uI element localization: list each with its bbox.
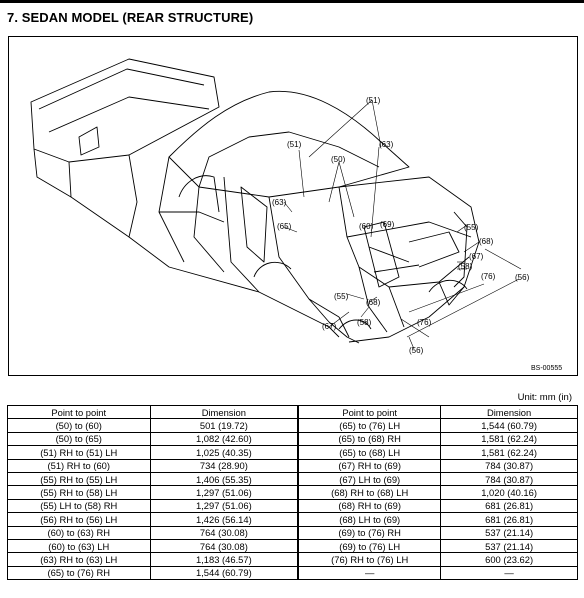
cell-dimension: 1,581 (62.24) xyxy=(440,431,578,447)
top-rule xyxy=(0,0,584,3)
cell-point-to-point: (51) RH to (60) xyxy=(7,458,151,473)
cell-dimension: 1,544 (60.79) xyxy=(149,565,299,581)
callout-68-right: (68) xyxy=(479,237,494,246)
figure-code: BS-00555 xyxy=(531,365,562,372)
header-dimension-left: Dimension xyxy=(149,404,299,420)
cell-point-to-point: (68) LH to (69) xyxy=(297,512,442,527)
cell-dimension: 1,581 (62.24) xyxy=(440,445,578,460)
car-body-illustration: (51) (51) (63) (50) (63) (65) (60) (69) … xyxy=(30,58,562,372)
cell-dimension: 784 (30.87) xyxy=(440,471,578,487)
callout-63-left: (63) xyxy=(272,198,287,207)
table-row: (51) RH to (60)734 (28.90)(67) RH to (69… xyxy=(7,458,578,473)
cell-point-to-point: (50) to (65) xyxy=(7,431,151,447)
cell-dimension: 1,544 (60.79) xyxy=(440,418,578,433)
cell-dimension: 501 (19.72) xyxy=(149,418,299,433)
cell-point-to-point: (65) to (76) LH xyxy=(297,418,442,433)
cell-point-to-point: (69) to (76) RH xyxy=(297,525,442,540)
callout-56-left: (56) xyxy=(409,346,424,355)
cell-point-to-point: (50) to (60) xyxy=(7,418,151,433)
callout-50: (50) xyxy=(331,155,346,164)
callout-65: (65) xyxy=(277,222,292,231)
callout-labels: (51) (51) (63) (50) (63) (65) (60) (69) … xyxy=(272,96,530,355)
cell-point-to-point: (76) RH to (76) LH xyxy=(297,552,442,567)
cell-dimension: 1,082 (42.60) xyxy=(149,431,299,447)
cell-dimension: 1,426 (56.14) xyxy=(149,512,299,527)
cell-point-to-point: (56) RH to (56) LH xyxy=(7,512,151,527)
cell-dimension: 600 (23.62) xyxy=(440,552,578,567)
dimension-table: Point to point Dimension Point to point … xyxy=(7,404,578,581)
cell-point-to-point: (60) to (63) RH xyxy=(7,525,151,540)
callout-51-left: (51) xyxy=(287,140,302,149)
cell-dimension: 1,183 (46.57) xyxy=(149,552,299,567)
cell-point-to-point: (68) RH to (69) xyxy=(297,498,442,514)
cell-point-to-point: (69) to (76) LH xyxy=(297,538,442,554)
callout-60: (60) xyxy=(359,222,374,231)
cell-point-to-point: (67) LH to (69) xyxy=(297,471,442,487)
car-body-outline xyxy=(30,58,480,344)
cell-dimension: 784 (30.87) xyxy=(440,458,578,473)
cell-point-to-point: — xyxy=(297,565,442,581)
cell-point-to-point: (68) RH to (68) LH xyxy=(297,485,442,500)
cell-point-to-point: (65) to (76) RH xyxy=(7,565,151,581)
callout-67-right: (67) xyxy=(469,252,484,261)
cell-dimension: 1,406 (55.35) xyxy=(149,471,299,487)
callout-51-top: (51) xyxy=(366,96,381,105)
cell-point-to-point: (55) RH to (55) LH xyxy=(7,471,151,487)
cell-point-to-point: (55) RH to (58) LH xyxy=(7,485,151,500)
callout-58-left: (58) xyxy=(357,318,372,327)
callout-76-left: (76) xyxy=(417,318,432,327)
table-row: (50) to (65)1,082 (42.60)(65) to (68) RH… xyxy=(7,431,578,447)
cell-dimension: 764 (30.08) xyxy=(149,538,299,554)
cell-point-to-point: (55) LH to (58) RH xyxy=(7,498,151,514)
cell-point-to-point: (67) RH to (69) xyxy=(297,458,442,473)
cell-dimension: 1,020 (40.16) xyxy=(440,485,578,500)
body-structure-figure: (51) (51) (63) (50) (63) (65) (60) (69) … xyxy=(8,36,578,376)
dimension-lines xyxy=(400,248,522,350)
callout-76-right: (76) xyxy=(481,272,496,281)
cell-point-to-point: (51) RH to (51) LH xyxy=(7,445,151,460)
callout-63-top: (63) xyxy=(379,140,394,149)
callout-55-left: (55) xyxy=(334,292,349,301)
header-point-to-point-left: Point to point xyxy=(7,404,151,420)
cell-dimension: 681 (26.81) xyxy=(440,512,578,527)
cell-point-to-point: (60) to (63) LH xyxy=(7,538,151,554)
unit-label: Unit: mm (in) xyxy=(517,392,572,403)
callout-55-right: (55) xyxy=(464,223,479,232)
header-point-to-point-right: Point to point xyxy=(297,404,442,420)
cell-dimension: 764 (30.08) xyxy=(149,525,299,540)
callout-67-left: (67) xyxy=(322,322,337,331)
callout-69: (69) xyxy=(380,220,395,229)
cell-point-to-point: (63) RH to (63) LH xyxy=(7,552,151,567)
callout-56-right: (56) xyxy=(515,273,530,282)
cell-dimension: 734 (28.90) xyxy=(149,458,299,473)
cell-dimension: 1,297 (51.06) xyxy=(149,485,299,500)
cell-point-to-point: (65) to (68) LH xyxy=(297,445,442,460)
cell-dimension: 1,297 (51.06) xyxy=(149,498,299,514)
cell-dimension: — xyxy=(440,565,578,581)
cell-dimension: 537 (21.14) xyxy=(440,525,578,540)
page-title: 7. SEDAN MODEL (REAR STRUCTURE) xyxy=(7,10,254,25)
cell-point-to-point: (65) to (68) RH xyxy=(297,431,442,447)
leader-lines xyxy=(283,99,480,328)
cell-dimension: 537 (21.14) xyxy=(440,538,578,554)
callout-68-left: (68) xyxy=(366,298,381,307)
callout-58-right: (58) xyxy=(458,262,473,271)
cell-dimension: 681 (26.81) xyxy=(440,498,578,514)
table-header-row: Point to point Dimension Point to point … xyxy=(7,404,578,420)
header-dimension-right: Dimension xyxy=(440,404,578,420)
cell-dimension: 1,025 (40.35) xyxy=(149,445,299,460)
